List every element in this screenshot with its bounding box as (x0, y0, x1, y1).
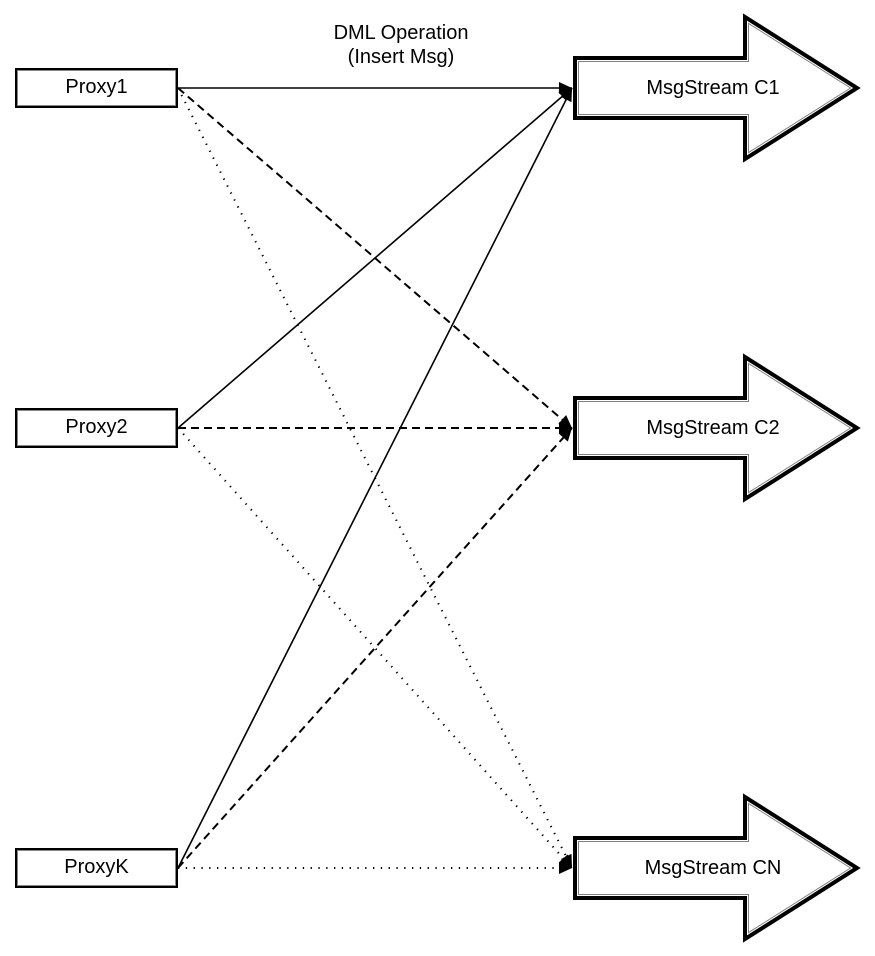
msgstream-cn: MsgStream CN (571, 792, 863, 944)
proxy2-box: Proxy2 (15, 408, 178, 448)
connector-proxy2-c1 (177, 87, 573, 429)
proxy1-box: Proxy1 (15, 68, 178, 108)
msgstream-cn-label: MsgStream CN (644, 856, 782, 879)
dml-operation-label: DML Operation (Insert Msg) (251, 21, 551, 69)
block-arrow-inner-line (578, 362, 852, 494)
block-arrow-inner-line (578, 22, 852, 154)
proxy1-label: Proxy1 (65, 76, 128, 98)
connector-proxyk-c1 (177, 87, 573, 869)
msgstream-c1-label: MsgStream C1 (646, 76, 780, 99)
connector-proxy2-cn (177, 427, 573, 869)
proxy2-label: Proxy2 (65, 416, 128, 438)
block-arrow-shape (573, 793, 861, 943)
block-arrow-inner-line (578, 802, 852, 934)
proxyk-box: ProxyK (15, 848, 178, 888)
block-arrow-shape (573, 13, 861, 163)
dml-operation-label-line1: DML Operation (333, 22, 469, 44)
msgstream-c2-label: MsgStream C2 (646, 416, 780, 439)
proxyk-label: ProxyK (64, 856, 129, 878)
dml-operation-label-line2: (Insert Msg) (347, 46, 455, 68)
msgstream-c2: MsgStream C2 (571, 352, 863, 504)
connector-proxyk-c2 (177, 427, 573, 869)
msgstream-c1: MsgStream C1 (571, 12, 863, 164)
block-arrow-shape (573, 353, 861, 503)
